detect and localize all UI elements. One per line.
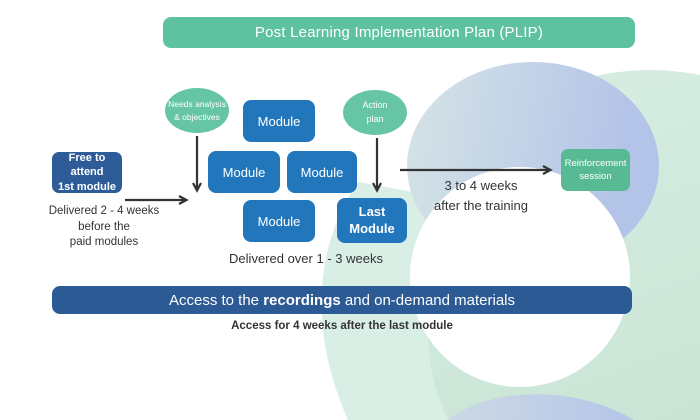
last-module-line1: Last	[358, 203, 386, 219]
caption-before-line3: paid modules	[69, 236, 139, 249]
action-plan-ellipse: Action plan	[343, 90, 407, 135]
access-bold: recordings	[263, 291, 341, 309]
needs-line2: & objectives	[174, 111, 220, 122]
caption-access-note: Access for 4 weeks after the last module	[231, 320, 453, 332]
module-box-1: Module	[243, 100, 315, 142]
last-module-box: Last Module	[337, 198, 407, 243]
action-line1: Action	[362, 100, 388, 110]
access-prefix: Access to the	[168, 291, 264, 309]
caption-before-line2: before the	[78, 220, 130, 233]
caption-after-line2: after the training	[434, 197, 528, 213]
caption-delivered-before: Delivered 2 - 4 weeks before the paid mo…	[38, 204, 170, 251]
title-text: Post Learning Implementation Plan (PLIP)	[254, 24, 544, 41]
free-module-line1: Free to attend	[68, 152, 106, 179]
module-box-2: Module	[208, 151, 280, 193]
needs-analysis-ellipse: Needs analysis & objectives	[165, 88, 229, 133]
module-1-label: Module	[257, 113, 301, 129]
reinforcement-line1: Reinforcement	[564, 157, 627, 169]
decor-white-circle	[410, 167, 630, 387]
caption-delivered-over: Delivered over 1 - 3 weeks	[229, 251, 383, 266]
reinforcement-line2: session	[579, 171, 612, 182]
module-4-label: Module	[257, 213, 301, 229]
access-suffix: and on-demand materials	[340, 291, 515, 309]
access-banner: Access to the recordings and on-demand m…	[52, 286, 632, 314]
free-module-line2: 1st module	[57, 180, 117, 193]
caption-after-training: 3 to 4 weeks after the training	[411, 176, 551, 215]
title-banner: Post Learning Implementation Plan (PLIP)	[163, 17, 635, 48]
module-box-4: Module	[243, 200, 315, 242]
action-line2: plan	[366, 113, 384, 124]
module-box-3: Module	[287, 151, 357, 193]
free-module-box: Free to attend 1st module	[52, 152, 122, 193]
module-2-label: Module	[222, 164, 266, 180]
module-3-label: Module	[300, 164, 344, 180]
last-module-line2: Module	[349, 220, 395, 236]
reinforcement-session-box: Reinforcement session	[561, 149, 630, 191]
caption-after-line1: 3 to 4 weeks	[444, 178, 518, 193]
access-banner-text: Access to the recordings and on-demand m…	[169, 292, 515, 309]
needs-line1: Needs analysis	[168, 99, 226, 110]
caption-before-line1: Delivered 2 - 4 weeks	[48, 205, 160, 217]
